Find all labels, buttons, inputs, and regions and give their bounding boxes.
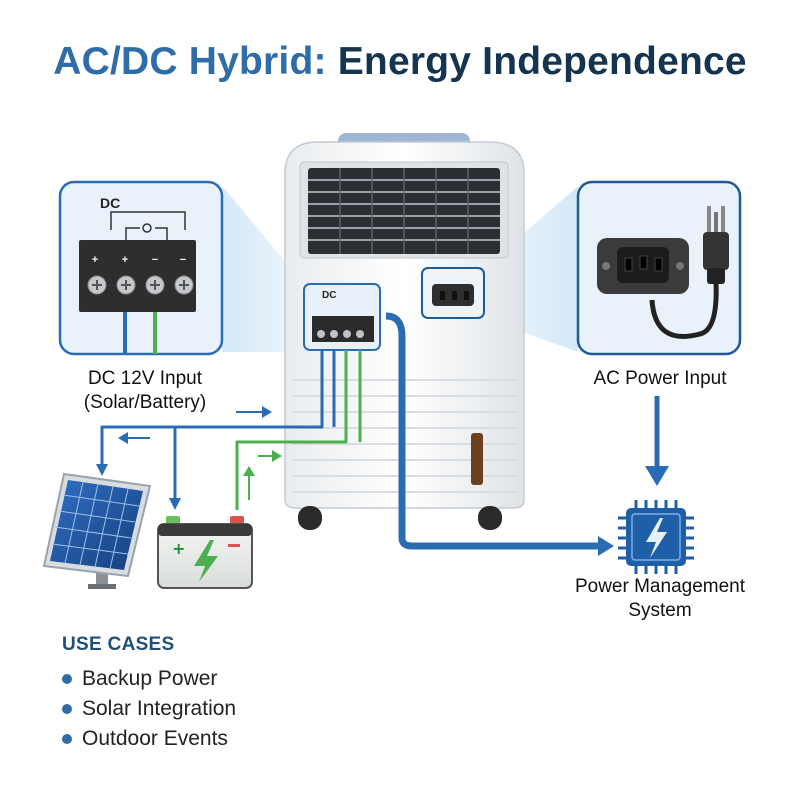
use-case-text: Solar Integration (82, 697, 237, 720)
battery-bolt-icon (194, 540, 218, 582)
zoom-beam-left (222, 186, 304, 352)
use-cases-section: USE CASES Backup Power Solar Integration… (62, 634, 236, 754)
water-level-window (471, 433, 483, 485)
chip-icon (618, 500, 694, 574)
list-item: Outdoor Events (62, 724, 236, 754)
battery-icon: + (157, 516, 253, 589)
terminal-small-dc-text: DC (322, 290, 336, 301)
use-case-text: Backup Power (82, 667, 218, 690)
ac-socket-small (421, 267, 485, 319)
use-cases-list: Backup Power Solar Integration Outdoor E… (62, 664, 236, 754)
bullet-icon (62, 674, 72, 684)
title-part-ac-dc: AC/DC Hybrid: (53, 40, 327, 83)
ac-input-label: AC Power Input (593, 368, 727, 389)
svg-text:−: − (152, 254, 158, 266)
bullet-icon (62, 704, 72, 714)
list-item: Solar Integration (62, 694, 236, 724)
svg-text:+: + (122, 254, 128, 266)
wheel-right (478, 506, 502, 530)
dc-terminal-block-icon: DC + + − − (58, 180, 224, 356)
dc-input-label-line2: (Solar/Battery) (83, 392, 207, 413)
use-case-text: Outdoor Events (82, 727, 228, 750)
bullet-icon (62, 734, 72, 744)
lightning-bolt-icon (646, 518, 667, 558)
wire-blue-solar (100, 350, 324, 466)
wire-blue-pms (385, 312, 598, 550)
dc-input-label-line1: DC 12V Input (87, 368, 203, 389)
dc-terminal-small: DC (303, 283, 381, 351)
dc-input-label: DC 12V Input (Solar/Battery) (45, 367, 245, 415)
list-item: Backup Power (62, 664, 236, 694)
wheel-left (298, 506, 322, 530)
use-cases-heading: USE CASES (62, 634, 175, 655)
flow-arrows (96, 406, 669, 556)
pms-label-line2: System (628, 600, 692, 621)
ac-plug-icon (576, 180, 742, 356)
wire-blue-battery (173, 350, 336, 500)
title-part-energy: Energy Independence (337, 40, 747, 83)
wire-green-battery (235, 350, 348, 510)
svg-text:−: − (180, 254, 186, 266)
pms-label-line1: Power Management (574, 576, 746, 597)
terminal-dc-text: DC (100, 195, 120, 211)
page-title: AC/DC Hybrid: Energy Independence (0, 40, 800, 84)
svg-text:+: + (92, 254, 98, 266)
pms-label: Power Management System (540, 575, 780, 623)
svg-text:+: + (172, 539, 185, 558)
solar-panel-icon (42, 472, 152, 589)
